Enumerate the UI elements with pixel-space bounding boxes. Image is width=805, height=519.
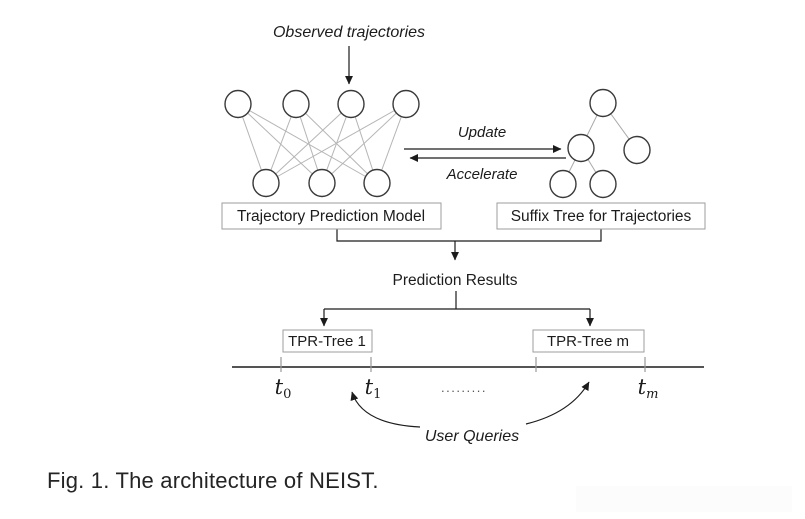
- t1-subscript: 1: [373, 387, 381, 402]
- nn-node: [392, 89, 420, 119]
- tree-nodes: [549, 88, 651, 199]
- tpr-tree-m-box: [532, 329, 645, 353]
- tree-node: [623, 135, 651, 165]
- nn-node: [224, 89, 252, 119]
- timeline-ellipsis: .........: [441, 380, 487, 395]
- nn-node: [252, 168, 280, 198]
- nn-edge: [237, 103, 323, 184]
- tree-node: [589, 169, 617, 199]
- tree-node: [589, 88, 617, 118]
- nn-edge: [321, 103, 407, 184]
- tpr-tree-m-label: TPR-Tree m: [547, 333, 629, 350]
- t0-subscript: 0: [283, 387, 291, 402]
- observed-trajectories-label: Observed trajectories: [273, 24, 425, 41]
- t1-base: t: [365, 375, 374, 399]
- tm-subscript: m: [646, 387, 658, 402]
- nn-edge: [265, 103, 407, 184]
- trajectory-prediction-model-box: [221, 202, 442, 230]
- nn-node: [337, 89, 365, 119]
- timeline-label-t1: t1: [365, 375, 382, 402]
- label-boxes: [221, 202, 706, 353]
- tree-node: [567, 133, 595, 163]
- update-label: Update: [458, 124, 506, 141]
- flow-arrows: [319, 46, 595, 428]
- timeline-label-tm: tm: [638, 375, 659, 402]
- user-query-arrow-left: [350, 391, 421, 428]
- boxes-merge-connector: [336, 229, 602, 242]
- suffix-tree-label: Suffix Tree for Trajectories: [511, 208, 692, 225]
- tree-node: [549, 169, 577, 199]
- trajectory-prediction-model-label: Trajectory Prediction Model: [237, 208, 425, 225]
- figure-caption: Fig. 1. The architecture of NEIST.: [47, 468, 379, 493]
- nn-nodes: [224, 89, 420, 198]
- user-queries-label: User Queries: [425, 428, 519, 445]
- nn-node: [363, 168, 391, 198]
- t0-base: t: [275, 375, 284, 399]
- flow-lines: [232, 229, 704, 368]
- scan-artifact: [576, 486, 792, 512]
- accelerate-label: Accelerate: [446, 166, 518, 183]
- nn-node: [308, 168, 336, 198]
- timeline-label-t0: t0: [275, 375, 292, 402]
- prediction-results-label: Prediction Results: [393, 272, 518, 289]
- tick-marks: [280, 357, 646, 372]
- nn-node: [282, 89, 310, 119]
- tpr-tree-1-box: [282, 329, 373, 353]
- tpr-tree-1-label: TPR-Tree 1: [288, 333, 366, 350]
- nn-edge: [265, 103, 352, 184]
- user-query-arrow-right: [525, 381, 590, 425]
- suffix-tree-box: [496, 202, 706, 230]
- tm-base: t: [638, 375, 647, 399]
- nn-edge: [237, 103, 378, 184]
